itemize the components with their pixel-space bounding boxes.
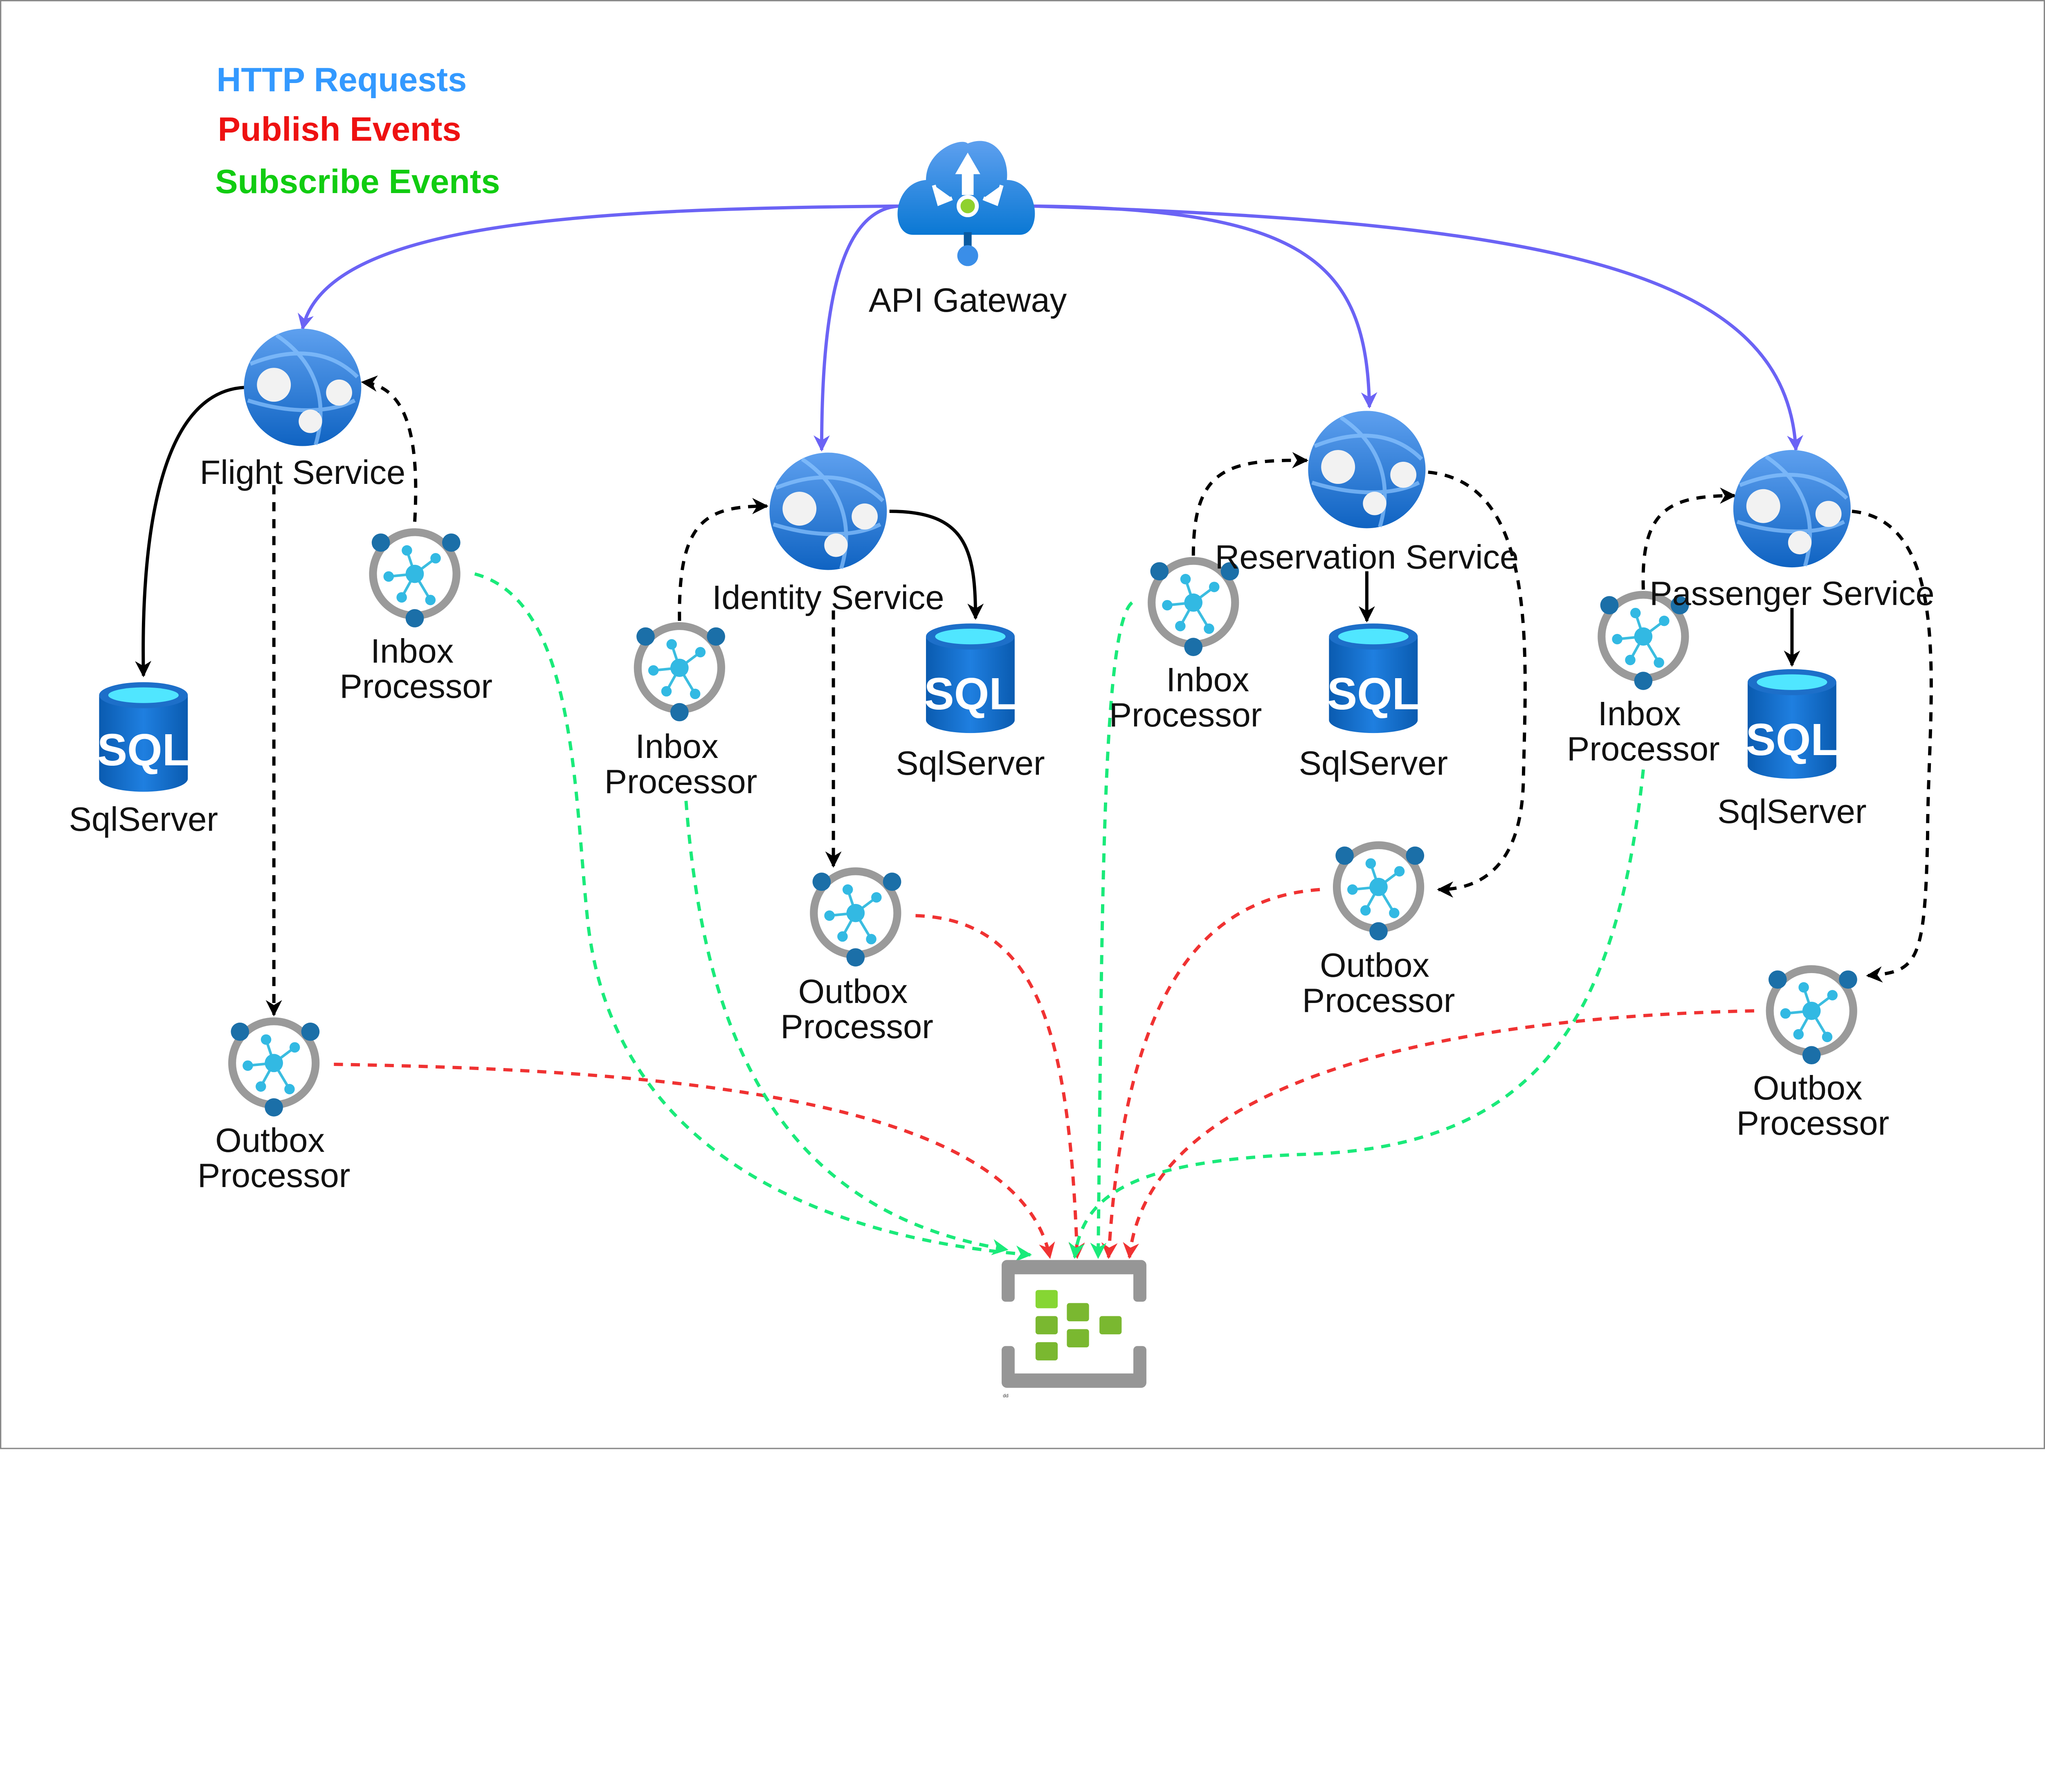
edge-flight-db	[135, 386, 245, 677]
flight-inbox-label-1: Inbox	[371, 632, 454, 670]
reservation-service-label: Reservation Service	[1215, 538, 1519, 576]
passenger-sql-text: SQL	[1746, 714, 1838, 765]
flight-db-label: SqlServer	[69, 800, 218, 839]
edge-reservation-outbox	[1428, 470, 1527, 898]
edge-gateway-identity	[814, 204, 900, 452]
identity-inbox-label-2: Processor	[604, 762, 757, 800]
passenger-service-globe-icon[interactable]	[1733, 450, 1851, 567]
http-edges	[298, 204, 1803, 452]
subscribe-edges	[474, 572, 1645, 1262]
reservation-inbox-label-1: Inbox	[1166, 660, 1249, 699]
edge-flight-outbox-publish	[334, 1063, 1055, 1259]
canvas-border	[0, 0, 2045, 1449]
edge-passenger-outbox	[1852, 510, 1933, 983]
passenger-outbox-label-1: Outbox	[1753, 1068, 1863, 1107]
diagram-graphics	[0, 0, 2045, 1449]
reservation-outbox-label-1: Outbox	[1320, 946, 1429, 985]
reservation-db-label: SqlServer	[1299, 744, 1448, 782]
passenger-inbox-label-2: Processor	[1567, 729, 1720, 768]
flight-sql-text: SQL	[97, 725, 190, 776]
passenger-service-label: Passenger Service	[1649, 574, 1935, 613]
event-bus-caption: dd	[1003, 1392, 1009, 1399]
edge-flight-inbox-subscribe	[474, 572, 1032, 1262]
api-gateway-node[interactable]	[897, 141, 1035, 266]
architecture-diagram: HTTP Requests Publish Events Subscribe E…	[0, 0, 2045, 1449]
edge-identity-outbox-publish	[915, 914, 1085, 1259]
internal-edges	[135, 375, 1933, 1016]
reservation-outbox-label-2: Processor	[1302, 981, 1455, 1020]
identity-inbox-label-1: Inbox	[635, 727, 719, 765]
flight-outbox-label-1: Outbox	[215, 1121, 325, 1159]
edge-identity-inbox-subscribe	[684, 800, 1009, 1255]
reservation-service-globe-icon[interactable]	[1308, 411, 1425, 528]
identity-service-label: Identity Service	[712, 578, 944, 616]
edge-passenger-outbox-publish	[1123, 1009, 1754, 1259]
edge-reservation-inbox	[1191, 452, 1309, 556]
edge-passenger-inbox-subscribe	[1068, 769, 1645, 1259]
edge-gateway-passenger	[1033, 204, 1803, 452]
legend-publish: Publish Events	[218, 110, 461, 148]
edge-flight-inbox	[361, 375, 418, 522]
edge-reservation-outbox-publish	[1101, 888, 1320, 1259]
edge-gateway-flight	[298, 204, 900, 331]
legend-http: HTTP Requests	[216, 61, 467, 99]
passenger-outbox-label-2: Processor	[1736, 1104, 1890, 1142]
identity-sql-text: SQL	[924, 669, 1017, 719]
reservation-inbox-label-2: Processor	[1109, 695, 1262, 734]
publish-edges	[334, 888, 1754, 1259]
passenger-inbox-label-1: Inbox	[1598, 694, 1681, 733]
identity-outbox-label-2: Processor	[780, 1007, 933, 1046]
api-gateway-label: API Gateway	[868, 281, 1067, 319]
flight-service-label: Flight Service	[200, 453, 406, 491]
passenger-db-label: SqlServer	[1717, 792, 1867, 830]
flight-outbox-label-2: Processor	[197, 1156, 351, 1194]
edge-identity-inbox	[678, 498, 769, 621]
identity-db-label: SqlServer	[896, 744, 1045, 782]
edge-identity-db	[889, 510, 984, 620]
flight-service-globe-icon[interactable]	[244, 329, 361, 446]
flight-inbox-label-2: Processor	[339, 667, 492, 705]
identity-service-globe-icon[interactable]	[769, 453, 887, 570]
legend-subscribe: Subscribe Events	[215, 162, 500, 200]
edge-reservation-inbox-subscribe	[1090, 601, 1133, 1259]
reservation-sql-text: SQL	[1327, 669, 1420, 719]
identity-outbox-label-1: Outbox	[798, 972, 908, 1011]
api-gateway-cloud-icon	[897, 141, 1035, 266]
event-bus-icon[interactable]	[1001, 1260, 1146, 1388]
